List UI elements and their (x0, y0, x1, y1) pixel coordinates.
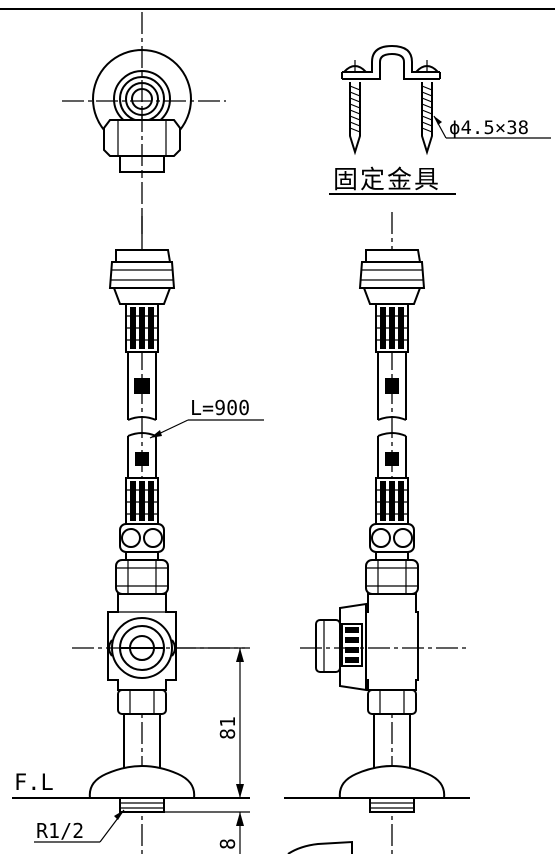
dimension-8-label: 8 (216, 838, 240, 850)
hose-length-leader (149, 419, 264, 439)
screw-right (413, 60, 441, 156)
screw-spec-label: ϕ4.5×38 (449, 117, 529, 139)
screw-leader (433, 115, 551, 139)
side-view (300, 212, 468, 854)
thread-leader (34, 809, 125, 843)
fixing-bracket (341, 44, 441, 80)
dimension-81 (176, 647, 250, 798)
bracket-title: 固定金具 (333, 165, 441, 194)
dimension-81-label: 81 (216, 716, 240, 740)
bottom-partial-outline (287, 840, 353, 854)
front-view (72, 212, 245, 854)
dimension-8 (164, 811, 250, 854)
top-view (62, 12, 226, 248)
hose-length-label: L=900 (190, 396, 250, 420)
thread-size-label: R1/2 (36, 819, 84, 843)
floor-line-label: F.L (14, 771, 54, 796)
screw-left (341, 60, 369, 156)
